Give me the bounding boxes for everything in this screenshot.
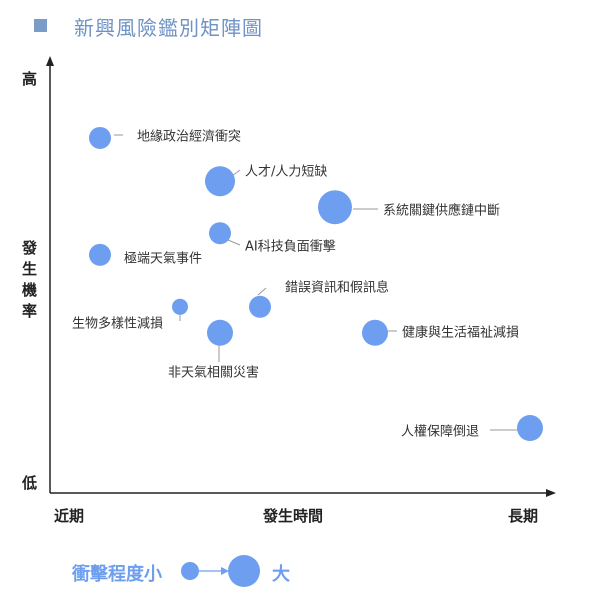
legend-label-small: 衝擊程度小 (72, 564, 162, 585)
y-tick-high: 高 (22, 70, 38, 88)
risk-bubble (205, 166, 235, 197)
y-axis-arrow-icon (46, 56, 54, 66)
point-label: 非天氣相關災害 (168, 365, 260, 381)
point-label: 人權保障倒退 (401, 424, 480, 440)
x-axis-arrow-icon (546, 489, 556, 497)
risk-bubble (249, 295, 271, 318)
legend-arrow-icon (221, 567, 229, 575)
size-legend (181, 555, 260, 587)
risk-bubble (89, 243, 111, 266)
risk-bubble (89, 126, 111, 149)
point-label: 地緣政治經濟衝突 (137, 129, 242, 145)
risk-bubble (207, 319, 233, 346)
axes (46, 56, 556, 497)
y-axis-title: 發生機率 (22, 239, 38, 320)
risk-bubble (318, 190, 352, 225)
point-label: 錯誤資訊和假訊息 (285, 280, 390, 296)
leader-line (227, 239, 241, 246)
y-tick-low: 低 (22, 474, 38, 492)
point-label: 健康與生活福祉減損 (402, 325, 520, 341)
risk-bubble (209, 222, 231, 245)
point-label: AI科技負面衝擊 (245, 239, 336, 255)
point-label: 系統關鍵供應鏈中斷 (383, 203, 501, 219)
point-label: 極端天氣事件 (124, 251, 203, 267)
risk-bubble (172, 298, 188, 315)
risk-bubble (362, 319, 388, 346)
x-axis-title: 發生時間 (263, 507, 324, 525)
legend-large-bubble (228, 555, 260, 587)
point-label: 生物多樣性減損 (72, 316, 164, 332)
x-tick-low: 近期 (54, 507, 85, 525)
risk-bubble (517, 415, 543, 442)
x-tick-high: 長期 (508, 507, 539, 525)
point-label: 人才/人力短缺 (245, 164, 328, 180)
legend-small-bubble (181, 562, 199, 580)
title-marker-icon (34, 19, 47, 32)
leader-line (257, 287, 267, 296)
legend-label-big: 大 (272, 564, 290, 585)
chart-title: 新興風險鑑別矩陣圖 (74, 16, 263, 40)
